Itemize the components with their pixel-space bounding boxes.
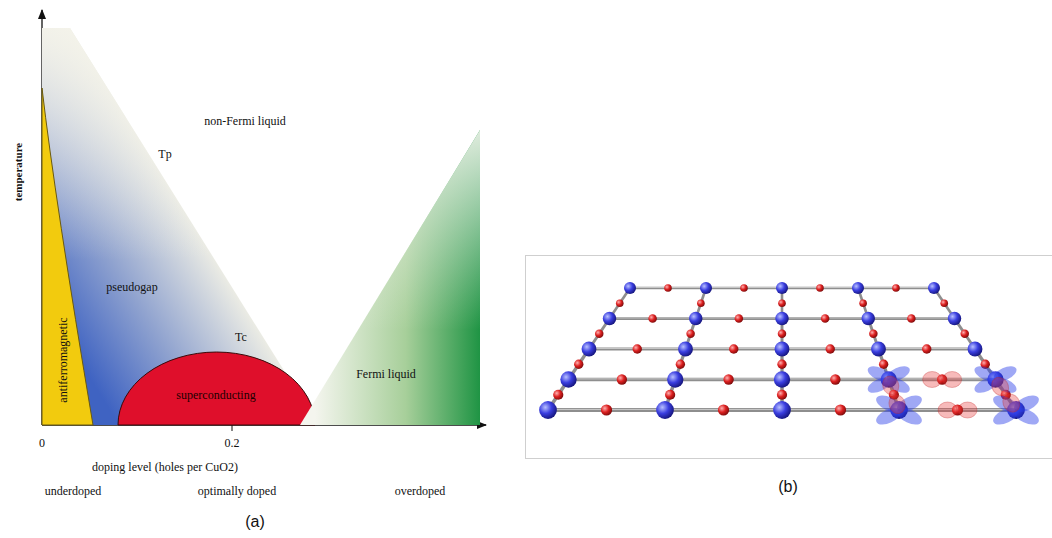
region-label: antiferromagnetic [57, 317, 71, 402]
copper-atom [539, 401, 557, 419]
orbitals [865, 363, 1041, 428]
line-label: Tc [235, 331, 247, 345]
region-fill [42, 28, 318, 425]
axis-tick [232, 425, 233, 431]
p-orbital-lobe [886, 393, 907, 416]
copper-atom [776, 282, 788, 294]
region-fade [300, 130, 480, 425]
oxygen-atom [777, 390, 787, 400]
oxygen-atom [922, 344, 931, 353]
axis-title: temperature [12, 143, 25, 201]
line-label: Tp [158, 148, 171, 162]
bonds [548, 287, 1016, 410]
fermi-liquid-region: Fermi liquid [300, 130, 480, 425]
axis-title: doping level (holes per CuO2) [92, 461, 238, 475]
doping-regime: optimally doped [198, 485, 276, 499]
p-orbital-lobe [958, 402, 977, 418]
oxygen-atom [574, 360, 583, 369]
oxygen-atom [778, 330, 786, 338]
oxygen-atom [830, 374, 840, 384]
oxygen-atom [665, 390, 675, 400]
region-fill [118, 352, 315, 425]
doping-regime: underdoped [45, 485, 102, 499]
oxygen-atom [892, 284, 900, 292]
oxygen-atom [826, 344, 835, 353]
oxygen-atom [740, 284, 748, 292]
panel-label: (a) [245, 513, 265, 531]
region-fade [42, 28, 318, 425]
oxygen-atom [553, 390, 563, 400]
region-label: Fermi liquid [356, 368, 416, 382]
copper-atom [871, 342, 886, 357]
copper-atom [968, 342, 983, 357]
oxygen-atom [633, 344, 642, 353]
tick-label: 0 [39, 437, 45, 451]
oxygen-atom [718, 404, 729, 415]
region-label: non-Fermi liquid [204, 115, 286, 129]
p-orbital-lobe [923, 372, 942, 388]
antiferromagnetic-region: antiferromagnetic [42, 88, 94, 425]
p-orbital-lobe [880, 374, 901, 397]
copper-atom [852, 282, 864, 294]
p-orbital-lobe [999, 391, 1023, 416]
oxygen-atom [648, 314, 657, 323]
copper-atom [560, 371, 576, 387]
region-fill [300, 130, 480, 425]
atoms [539, 282, 1025, 419]
p-orbital-lobe [943, 372, 962, 388]
oxygen-atom [723, 374, 733, 384]
region-fill [42, 88, 93, 425]
oxygen-atom [778, 299, 786, 307]
oxygen-atom [879, 360, 888, 369]
copper-atom [862, 312, 875, 325]
copper-atom [948, 312, 961, 325]
panel-label: (b) [778, 478, 798, 496]
oxygen-atom [735, 314, 744, 323]
copper-atom [774, 371, 790, 387]
tick-label: 0.2 [225, 437, 240, 451]
oxygen-atom [676, 360, 685, 369]
copper-atom [773, 401, 791, 419]
copper-atom [678, 342, 693, 357]
copper-atom [603, 312, 616, 325]
copper-atom [624, 282, 636, 294]
panel-frame [526, 256, 1052, 459]
oxygen-atom [940, 299, 948, 307]
oxygen-atom [616, 299, 624, 307]
oxygen-atom [686, 330, 694, 338]
copper-atom [582, 342, 597, 357]
doping-regime: overdoped [395, 485, 446, 499]
oxygen-atom [835, 404, 846, 415]
region-label: pseudogap [106, 281, 157, 295]
oxygen-atom [821, 314, 830, 323]
copper-atom [656, 401, 674, 419]
copper-atom [700, 282, 712, 294]
region-label: superconducting [176, 389, 255, 403]
copper-atom [775, 312, 788, 325]
oxygen-atom [595, 330, 603, 338]
superconducting-dome: superconducting [118, 352, 315, 425]
oxygen-atom [869, 330, 877, 338]
oxygen-atom [697, 299, 705, 307]
oxygen-atom [961, 330, 969, 338]
oxygen-atom [859, 299, 867, 307]
copper-atom [689, 312, 702, 325]
oxygen-atom [729, 344, 738, 353]
oxygen-atom [777, 360, 786, 369]
cuo2-lattice [539, 282, 1041, 428]
p-orbital-lobe [938, 402, 957, 418]
copper-atom [667, 371, 683, 387]
copper-atom [928, 282, 940, 294]
oxygen-atom [601, 404, 612, 415]
oxygen-atom [816, 284, 824, 292]
oxygen-atom [664, 284, 672, 292]
oxygen-atom [907, 314, 916, 323]
oxygen-atom [617, 374, 627, 384]
copper-atom [775, 342, 790, 357]
